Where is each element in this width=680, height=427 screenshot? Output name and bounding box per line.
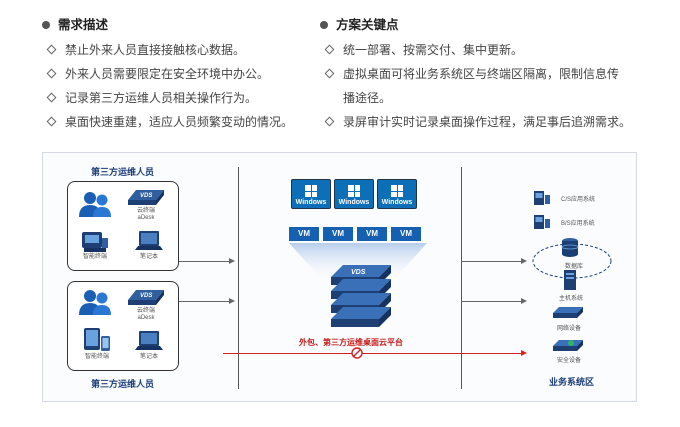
bs-app-system: B/S应用系统 (533, 213, 595, 231)
list-item: 统一部署、按需交付、集中更新。 (320, 38, 650, 62)
cs-app-label: C/S应用系统 (561, 196, 596, 203)
list-item: 桌面快速重建，适应人员频繁变动的情况。 (42, 110, 312, 134)
host-server-icon (564, 270, 576, 290)
requirements-section: 需求描述 禁止外来人员直接接触核心数据。 外来人员需要限定在安全环境中办公。 记… (42, 14, 312, 134)
funnel-shape (289, 243, 427, 283)
laptop-device: 笔记本 (134, 328, 164, 361)
svg-text:VDS: VDS (351, 269, 366, 276)
security-device-icon (553, 340, 583, 351)
desktop-computer-icon (534, 215, 550, 229)
users-icon (78, 288, 112, 316)
windows-logo-icon (348, 185, 360, 197)
platform-to-business-connector (461, 261, 523, 262)
diamond-bullet-icon (324, 116, 335, 127)
security-device-label: 安全设备 (557, 358, 582, 364)
laptop-label: 笔记本 (139, 254, 158, 260)
vm-block: VM (289, 227, 319, 241)
smart-terminal-device: 智能终端 (80, 228, 110, 261)
laptop-device: 笔记本 (134, 228, 164, 261)
platform-label: 外包、第三方运维桌面云平台 (299, 338, 403, 347)
svg-text:VDS: VDS (140, 293, 152, 299)
diamond-bullet-icon (46, 116, 57, 127)
bullet-dot-icon (42, 21, 50, 29)
denied-path-line (223, 353, 523, 354)
bottom-terminal-group: VDS 云终端 aDesk 智能终端 笔记本 (67, 281, 179, 371)
diamond-bullet-icon (324, 44, 335, 55)
platform-to-business-connector (461, 301, 523, 302)
windows-logo-icon (391, 185, 403, 197)
smart-terminal-device: 智能终端 (82, 326, 112, 361)
arrow-right-icon (521, 258, 527, 264)
cs-app-system: C/S应用系统 (533, 189, 595, 207)
cloud-terminal-icon: VDS 云终端 aDesk (126, 186, 166, 222)
vm-block: VM (357, 227, 387, 241)
tablet-phone-icon (84, 328, 110, 351)
laptop-label: 笔记本 (139, 354, 158, 360)
prohibited-icon (351, 347, 363, 359)
solution-heading: 方案关键点 (320, 14, 650, 36)
diamond-bullet-icon (46, 44, 57, 55)
cloud-platform-graphic: VDS (289, 243, 427, 327)
solution-title: 方案关键点 (336, 18, 399, 32)
database-label: 数据库 (565, 264, 584, 270)
network-device-icon (553, 307, 583, 318)
denied-arrow-icon (521, 350, 527, 356)
cloud-terminal-icon: VDS 云终端 aDesk (126, 286, 166, 322)
bottom-group-label: 第三方运维人员 (91, 379, 155, 389)
smart-terminal-label: 智能终端 (82, 254, 107, 260)
list-item: 外来人员需要限定在安全环境中办公。 (42, 62, 312, 86)
list-item-continuation: 播途径。 (343, 91, 392, 105)
cloud-terminal-caption: aDesk (137, 215, 155, 221)
list-item: 虚拟桌面可将业务系统区与终端区隔离，限制信息传 (320, 62, 650, 86)
diamond-bullet-icon (324, 68, 335, 79)
solution-list: 统一部署、按需交付、集中更新。 虚拟桌面可将业务系统区与终端区隔离，限制信息传 … (320, 38, 650, 134)
server-stack-icon: VDS (331, 265, 391, 327)
svg-text:VDS: VDS (140, 193, 152, 199)
host-system-label: 主机系统 (559, 296, 584, 302)
requirements-title: 需求描述 (58, 18, 109, 32)
users-icon (78, 190, 112, 218)
diamond-bullet-icon (46, 92, 57, 103)
architecture-diagram: 第三方运维人员 VDS 云终端 aDesk 智 (42, 152, 637, 402)
list-item: 禁止外来人员直接接触核心数据。 (42, 38, 312, 62)
bottom-group-connector (179, 301, 231, 302)
cloud-terminal-caption: 云终端 (136, 208, 155, 214)
top-group-label: 第三方运维人员 (91, 167, 155, 177)
bullet-dot-icon (320, 21, 328, 29)
top-group-connector (179, 261, 231, 262)
zone-separator-right (461, 167, 462, 389)
business-zone-label: 业务系统区 (549, 377, 595, 387)
diamond-bullet-icon (46, 68, 57, 79)
arrow-right-icon (521, 298, 527, 304)
database-icon (561, 238, 579, 257)
windows-logo-icon (305, 185, 317, 197)
vm-block: VM (391, 227, 421, 241)
laptop-icon (135, 331, 163, 350)
cloud-terminal-caption: aDesk (137, 315, 155, 321)
windows-desktop: Windows (377, 179, 417, 209)
smart-terminal-label: 智能终端 (84, 354, 109, 360)
arrow-right-icon (229, 258, 235, 264)
top-terminal-group: VDS 云终端 aDesk 智能终端 笔记本 (67, 181, 179, 271)
smart-terminal-icon (82, 232, 108, 252)
cloud-terminal-caption: 云终端 (136, 308, 155, 314)
arrow-right-icon (229, 298, 235, 304)
requirements-heading: 需求描述 (42, 14, 312, 36)
laptop-icon (135, 231, 163, 250)
list-item: 录屏审计实时记录桌面操作过程，满足事后追溯需求。 (320, 110, 650, 134)
windows-desktop: Windows (334, 179, 374, 209)
list-item: 记录第三方运维人员相关操作行为。 (42, 86, 312, 110)
zone-separator-left (238, 167, 239, 389)
network-device-label: 网络设备 (557, 326, 582, 332)
desktop-computer-icon (534, 191, 550, 205)
windows-desktop: Windows (291, 179, 331, 209)
vm-block: VM (323, 227, 353, 241)
solution-section: 方案关键点 统一部署、按需交付、集中更新。 虚拟桌面可将业务系统区与终端区隔离，… (320, 14, 650, 134)
requirements-list: 禁止外来人员直接接触核心数据。 外来人员需要限定在安全环境中办公。 记录第三方运… (42, 38, 312, 134)
bs-app-label: B/S应用系统 (561, 220, 595, 227)
